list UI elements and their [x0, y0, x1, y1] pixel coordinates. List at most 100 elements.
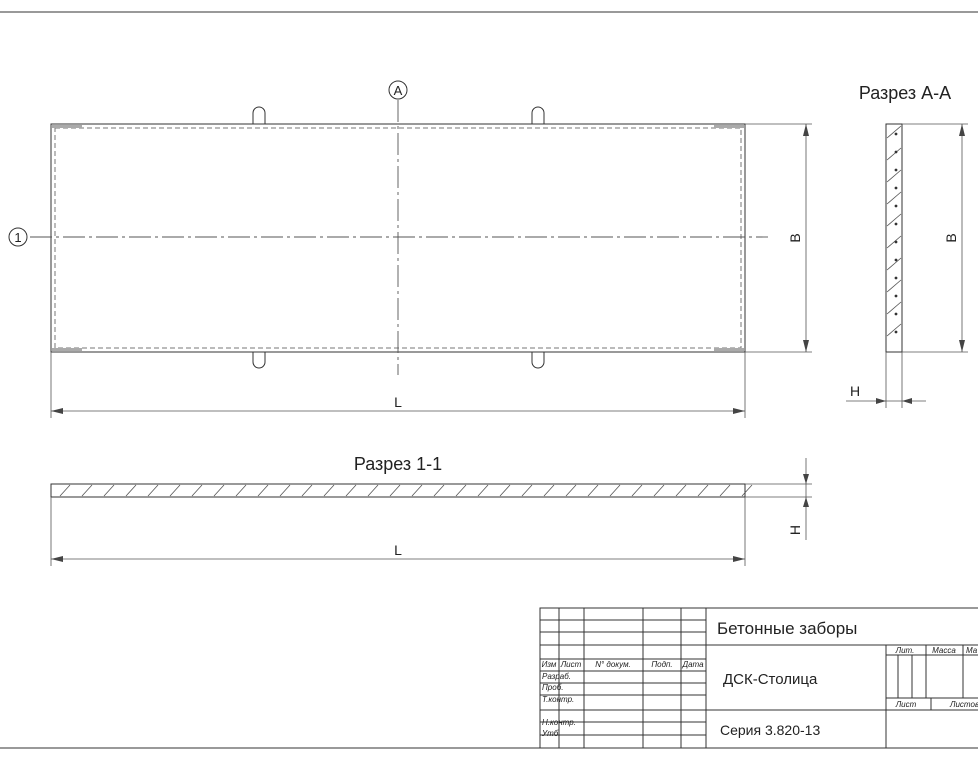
hatch-line — [886, 301, 902, 315]
dim-length-label-section: L — [394, 542, 402, 558]
title-block: Изм Лист N° докум. Подп. Дата Разраб. Пр… — [539, 607, 978, 749]
rebar-dot — [894, 186, 898, 190]
hatch-line — [81, 484, 93, 497]
dimension-arrow — [51, 408, 63, 414]
hatch-line — [125, 484, 137, 497]
title-block-frame — [539, 607, 978, 749]
embedded-plate — [714, 125, 744, 128]
axis-marker-1: 1 — [14, 230, 21, 245]
hatch-line — [455, 484, 467, 497]
plan-view: A 1 L B — [8, 80, 812, 418]
dimension-arrow — [959, 124, 965, 136]
lifting-loop — [531, 352, 545, 369]
axis-marker-1-circle — [8, 227, 28, 247]
hatch-line — [323, 484, 335, 497]
rebar-dot — [894, 240, 898, 244]
header-list: Лист — [560, 660, 582, 669]
dimension-arrow — [803, 124, 809, 136]
hatch-line — [59, 484, 71, 497]
section-a-a: Разрез А-А B H — [846, 83, 968, 408]
rebar-dot — [894, 168, 898, 172]
hatch-line — [565, 484, 577, 497]
dimension-arrow — [902, 398, 912, 404]
section-1-title: Разрез 1-1 — [354, 454, 442, 474]
header-date: Дата — [681, 660, 704, 669]
mass-label: Масса — [932, 646, 956, 655]
hatch-line — [886, 257, 902, 271]
header-sign: Подп. — [651, 660, 672, 669]
rebar-dot — [894, 222, 898, 226]
hatch-line — [653, 484, 665, 497]
section-1-1: Разрез 1-1 L H — [50, 454, 812, 566]
hatch-line — [675, 484, 687, 497]
dim-height-label-section: H — [787, 525, 803, 535]
dimension-arrow — [733, 556, 745, 562]
hatch-line — [169, 484, 181, 497]
section-a-title: Разрез А-А — [859, 83, 951, 103]
embedded-plate — [52, 125, 82, 128]
rebar-dot — [894, 294, 898, 298]
hatch-line — [103, 484, 115, 497]
rebar-dot — [894, 258, 898, 262]
row-label-tkontr: Т.контр. — [542, 695, 574, 704]
axis-marker-a: A — [394, 83, 403, 98]
rebar-dot — [894, 204, 898, 208]
organization-name: ДСК-Столица — [723, 671, 818, 688]
hatch-line — [147, 484, 159, 497]
hatch-line — [697, 484, 709, 497]
sheets-label: Листов — [949, 700, 978, 709]
hatch-line — [213, 484, 225, 497]
hatch-line — [521, 484, 533, 497]
lifting-loop — [252, 106, 266, 124]
rebar-dot — [894, 276, 898, 280]
rebar-dot — [894, 312, 898, 316]
hatch-line — [886, 125, 902, 139]
hatch-line — [191, 484, 203, 497]
series-name: Серия 3.820-13 — [720, 722, 820, 738]
hatch-line — [886, 191, 902, 205]
hatch-line — [886, 147, 902, 161]
hatch-line — [499, 484, 511, 497]
hatch-line — [631, 484, 643, 497]
hatch-line — [886, 235, 902, 249]
dimension-arrow — [803, 340, 809, 352]
rebar-dot — [894, 132, 898, 136]
sheet-label: Лист — [895, 700, 917, 709]
hatch-line — [301, 484, 313, 497]
hatch-line — [367, 484, 379, 497]
dimension-arrow — [51, 556, 63, 562]
hatch-line — [587, 484, 599, 497]
hatch-line — [886, 213, 902, 227]
hatch-line — [345, 484, 357, 497]
hatch-line — [886, 323, 902, 337]
dimension-arrow — [803, 474, 809, 484]
row-label-nkontr: Н.контр. — [542, 718, 576, 727]
product-title: Бетонные заборы — [717, 619, 857, 638]
dimension-arrow — [959, 340, 965, 352]
header-doc: N° докум. — [595, 660, 631, 669]
hatch-line — [411, 484, 423, 497]
scale-label: Ма — [966, 646, 978, 655]
embedded-plate — [714, 348, 744, 351]
row-label-utb: Утб. — [541, 729, 561, 738]
dim-width-label-section: B — [943, 233, 959, 242]
hatch-line — [257, 484, 269, 497]
dimension-arrow — [803, 497, 809, 507]
dim-width-label: B — [787, 233, 803, 242]
rebar-dot — [894, 150, 898, 154]
stage-label: Лит. — [895, 646, 915, 655]
row-label-prob: Проб. — [542, 683, 563, 692]
embedded-plate — [52, 348, 82, 351]
section-a-outline — [885, 123, 903, 353]
dimension-arrow — [733, 408, 745, 414]
dim-length-label: L — [394, 394, 402, 410]
hatch-line — [609, 484, 621, 497]
hatch-line — [235, 484, 247, 497]
hatch-line — [741, 484, 753, 497]
section-1-outline — [50, 483, 746, 498]
dimension-arrow — [876, 398, 886, 404]
hatch-line — [886, 169, 902, 183]
hatch-line — [477, 484, 489, 497]
